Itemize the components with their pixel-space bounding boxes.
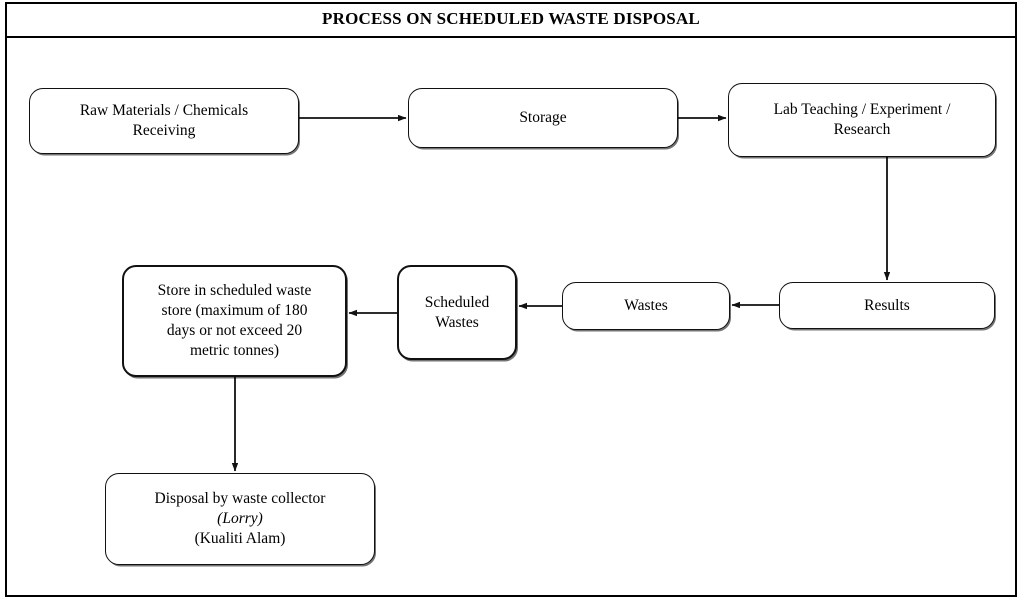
node-disposal-by-waste-collector[interactable]: Disposal by waste collector (Lorry) (Kua… xyxy=(105,473,375,565)
node-label-line: Disposal by waste collector xyxy=(154,490,326,508)
node-label-line: Lab Teaching / Experiment / xyxy=(773,101,951,119)
node-label-line: days or not exceed 20 xyxy=(166,322,303,339)
node-label-line: Storage xyxy=(519,109,567,127)
node-label-line: Scheduled xyxy=(424,293,490,311)
page-border xyxy=(5,2,1017,597)
node-label-line: Wastes xyxy=(435,313,479,331)
node-label-line-lorry: (Lorry) xyxy=(217,510,263,528)
node-scheduled-wastes[interactable]: Scheduled Wastes xyxy=(397,265,517,360)
node-label-line: Results xyxy=(864,296,910,314)
node-label-line: metric tonnes) xyxy=(189,341,280,359)
node-label-line: (Kualiti Alam) xyxy=(194,529,286,547)
node-label-line: Research xyxy=(833,121,891,138)
node-results[interactable]: Results xyxy=(779,282,995,329)
node-label-line: Receiving xyxy=(132,122,196,139)
node-store-in-scheduled-waste-store[interactable]: Store in scheduled waste store (maximum … xyxy=(122,265,347,377)
node-label-line: Wastes xyxy=(624,297,668,315)
title-bar: PROCESS ON SCHEDULED WASTE DISPOSAL xyxy=(5,2,1017,38)
page-title: PROCESS ON SCHEDULED WASTE DISPOSAL xyxy=(322,9,700,28)
node-label-line: store (maximum of 180 xyxy=(161,302,308,320)
node-wastes[interactable]: Wastes xyxy=(562,282,730,330)
node-label-line: Raw Materials / Chemicals xyxy=(79,102,249,120)
node-label-line: Store in scheduled waste xyxy=(157,282,312,300)
node-storage[interactable]: Storage xyxy=(408,88,678,148)
node-lab-teaching-experiment-research[interactable]: Lab Teaching / Experiment / Research xyxy=(728,83,996,157)
node-raw-materials-receiving[interactable]: Raw Materials / Chemicals Receiving xyxy=(29,88,299,154)
